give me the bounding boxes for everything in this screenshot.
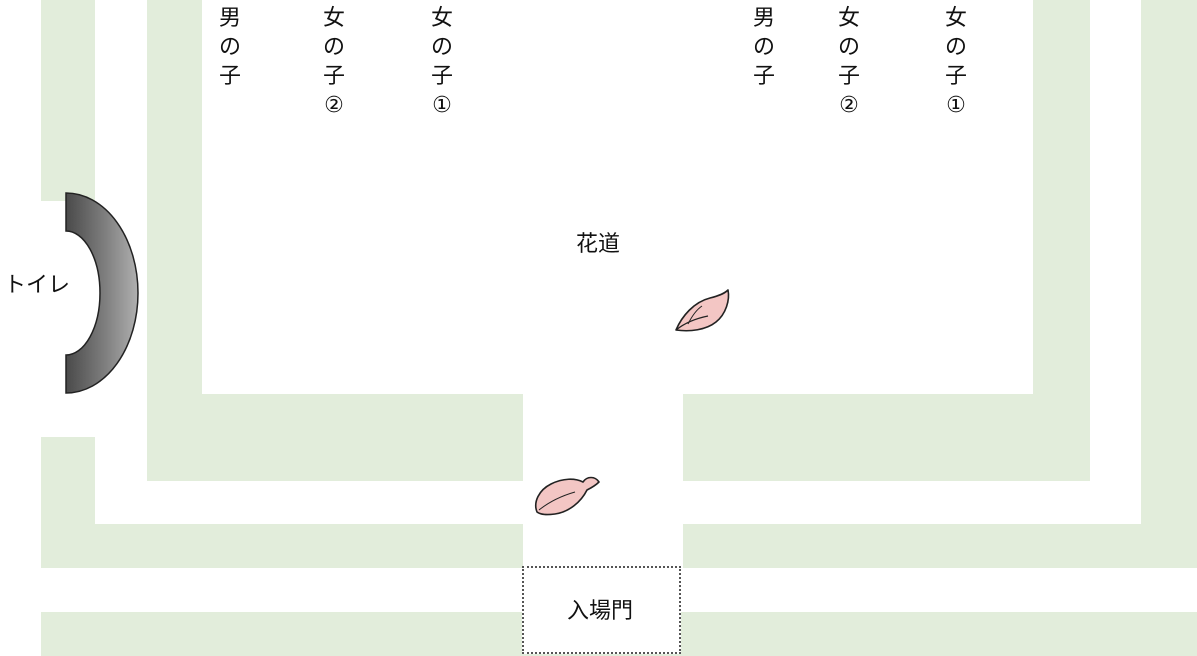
cherry-petal-icon bbox=[535, 476, 600, 516]
toilet-shape bbox=[65, 192, 139, 394]
left-outer-bottom-track bbox=[41, 524, 523, 568]
left-boy-label: 男 の 子 bbox=[218, 6, 241, 89]
right-outer-bottom-track bbox=[683, 524, 1197, 568]
left-outer-track-top bbox=[41, 0, 95, 201]
cherry-petal-icon bbox=[675, 289, 730, 332]
entrance-gate-box bbox=[522, 566, 681, 654]
right-inner-bottom-track bbox=[683, 394, 1090, 481]
right-outer-track bbox=[1141, 0, 1197, 568]
left-girl-1-label: 女 の 子 ① bbox=[430, 6, 453, 118]
right-girl-2-label: 女 の 子 ② bbox=[837, 6, 860, 118]
toilet-label: トイレ bbox=[4, 273, 71, 298]
right-boy-label: 男 の 子 bbox=[752, 6, 775, 89]
entrance-gate-label: 入場門 bbox=[567, 599, 634, 624]
left-girl-2-label: 女 の 子 ② bbox=[322, 6, 345, 118]
left-inner-bottom-track bbox=[147, 394, 523, 481]
hanamichi-label: 花道 bbox=[576, 232, 621, 257]
right-girl-1-label: 女 の 子 ① bbox=[944, 6, 967, 118]
